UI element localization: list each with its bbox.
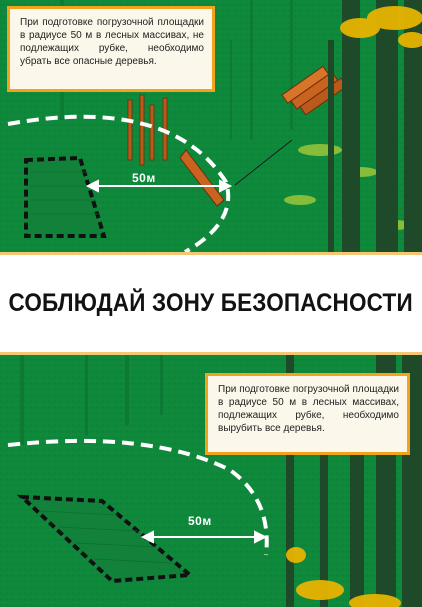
arrow-icon	[85, 179, 233, 193]
arrow-icon	[140, 530, 268, 544]
bottom-instruction-note: При подготовке погрузочной площадки в ра…	[205, 373, 410, 455]
top-instruction-note: При подготовке погрузочной площадки в ра…	[7, 6, 215, 92]
top-scene-panel: При подготовке погрузочной площадки в ра…	[0, 0, 422, 252]
log-pile-icon	[281, 65, 348, 116]
poster-title: СОБЛЮДАЙ ЗОНУ БЕЗОПАСНОСТИ	[8, 289, 414, 317]
dashed-area-icon	[16, 494, 196, 584]
bottom-scene-panel: При подготовке погрузочной площадки в ра…	[0, 355, 422, 607]
title-banner: СОБЛЮДАЙ ЗОНУ БЕЗОПАСНОСТИ	[0, 252, 422, 355]
bottom-distance-label: 50м	[188, 514, 212, 528]
dashed-area-icon	[24, 155, 107, 238]
tree-icon	[328, 0, 422, 252]
top-distance-label: 50м	[132, 171, 156, 185]
